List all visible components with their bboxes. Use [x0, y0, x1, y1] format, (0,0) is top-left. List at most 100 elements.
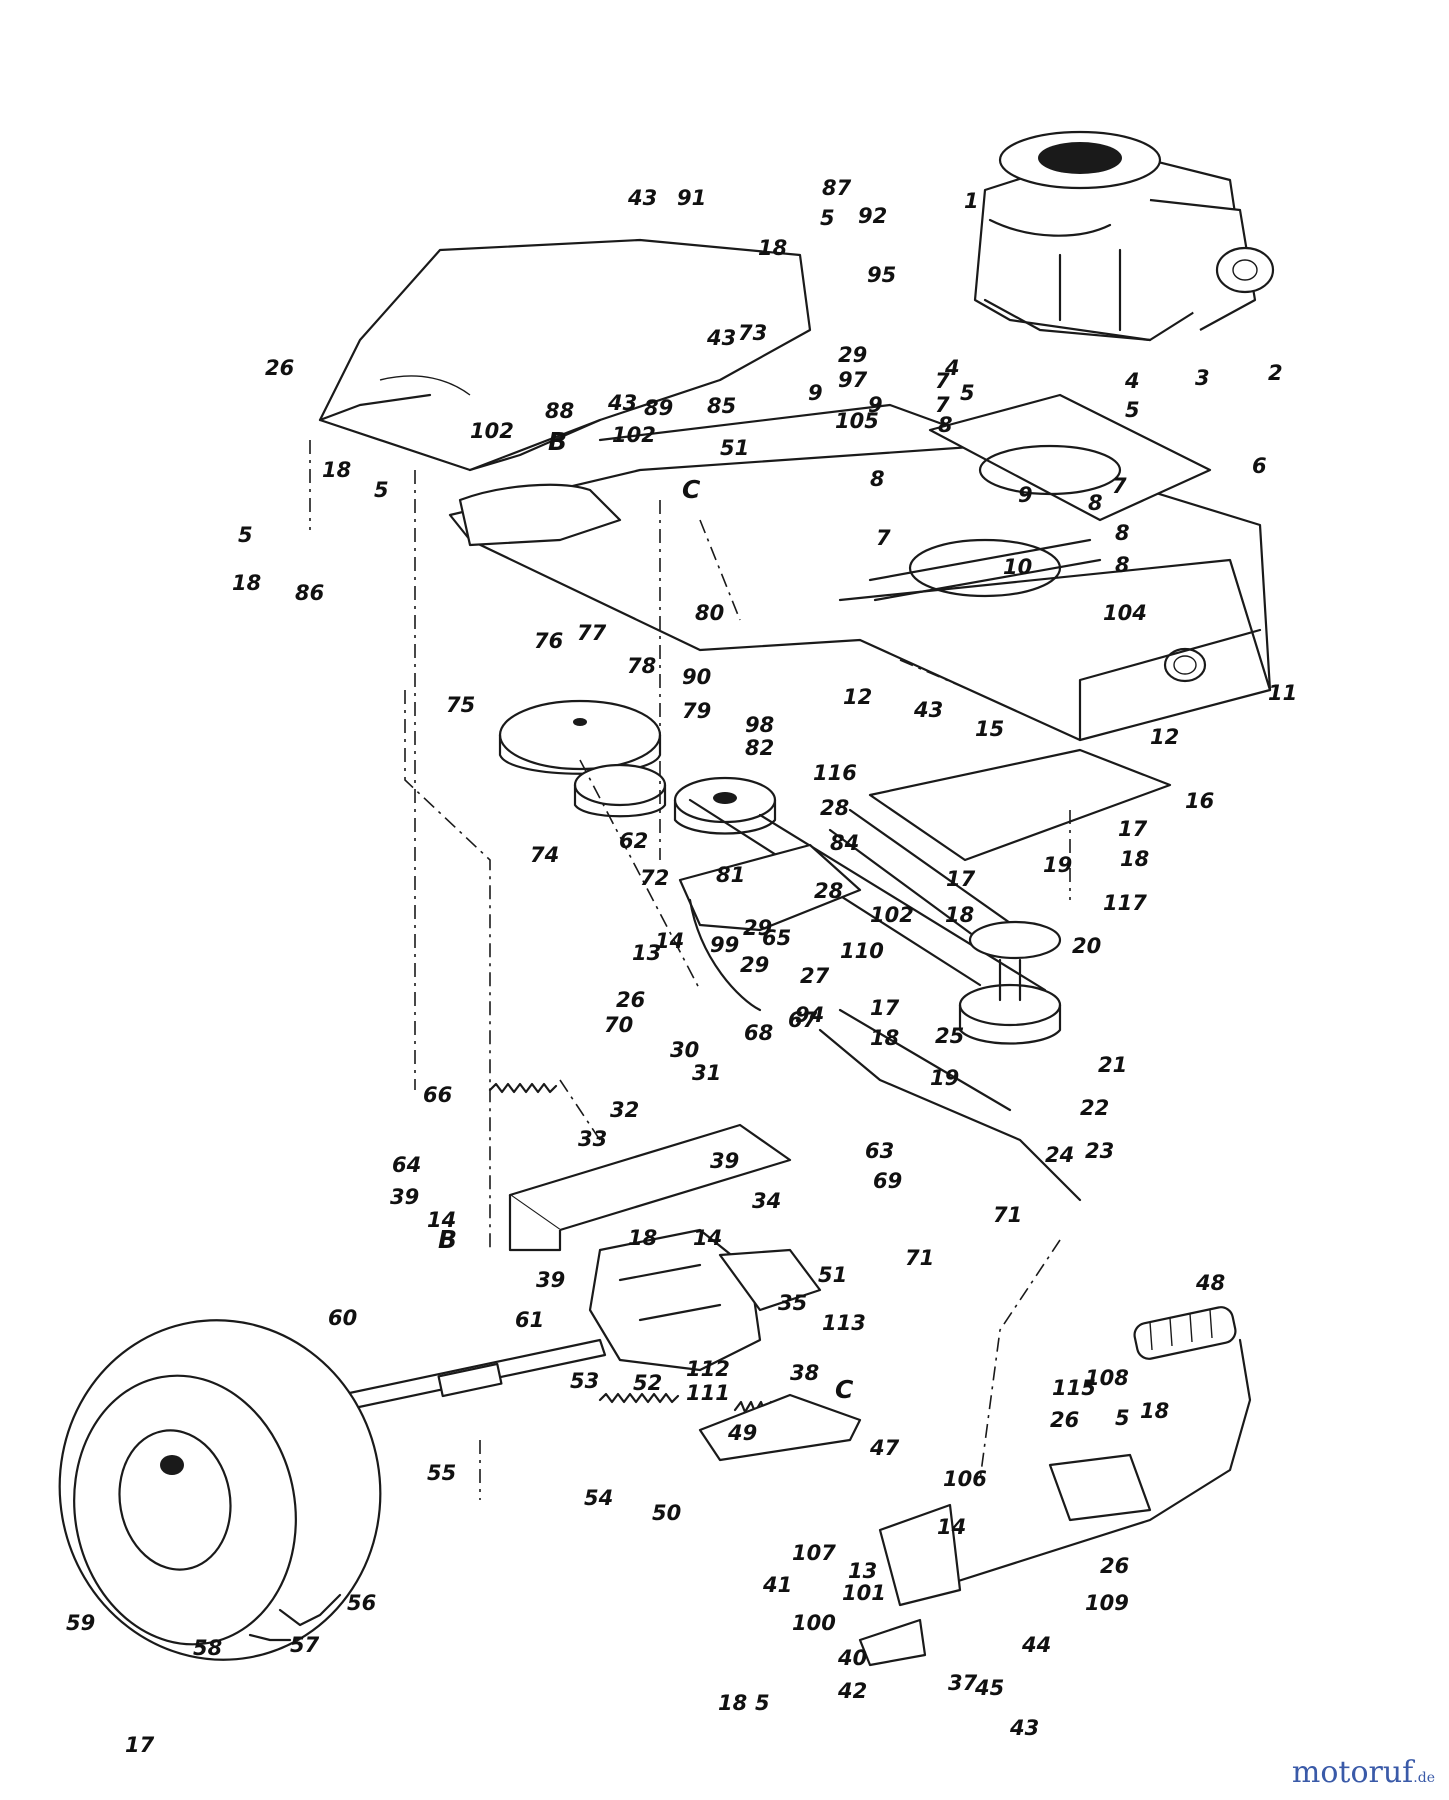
label-20: 20	[1072, 934, 1101, 958]
label-11: 11	[1268, 681, 1297, 705]
lever-bracket	[698, 1393, 862, 1462]
label-92: 92	[858, 204, 887, 228]
label-113: 113	[822, 1311, 866, 1335]
label-18b: 18	[322, 458, 351, 482]
label-73: 73	[738, 321, 767, 345]
label-26b: 26	[616, 988, 645, 1012]
label-91: 91	[677, 186, 706, 210]
label-74: 74	[530, 843, 559, 867]
label-100: 100	[792, 1611, 836, 1635]
label-9b: 9	[1018, 483, 1033, 507]
label-33: 33	[578, 1127, 607, 1151]
label-77: 77	[577, 621, 607, 645]
watermark-logo: motoruf.de	[1292, 1755, 1435, 1790]
label-9c: 9	[808, 381, 823, 405]
watermark-tld: .de	[1413, 1770, 1435, 1786]
label-14d: 14	[937, 1515, 966, 1539]
label-109: 109	[1085, 1591, 1129, 1615]
label-19: 19	[1043, 853, 1072, 877]
label-8c: 8	[1115, 521, 1130, 545]
belt-guard	[868, 748, 1172, 862]
label-4: 4	[1124, 369, 1140, 393]
label-61: 61	[515, 1308, 544, 1332]
label-95: 95	[867, 263, 896, 287]
pulley-21	[958, 958, 1062, 1045]
engine-mount-plate	[928, 393, 1212, 522]
label-18i: 18	[718, 1691, 747, 1715]
frame-plate	[448, 403, 1272, 742]
label-12b: 12	[1150, 725, 1179, 749]
label-49: 49	[727, 1421, 757, 1445]
label-79: 79	[682, 699, 711, 723]
label-51: 51	[720, 436, 749, 460]
control-rod	[818, 1008, 1082, 1202]
label-5: 5	[1125, 398, 1140, 422]
label-75: 75	[446, 693, 475, 717]
label-102c: 102	[870, 903, 914, 927]
label-5c: 5	[374, 478, 389, 502]
label-112: 112	[686, 1357, 730, 1381]
label-86: 86	[295, 581, 324, 605]
label-48: 48	[1195, 1271, 1225, 1295]
label-22: 22	[1080, 1096, 1109, 1120]
label-102b: 102	[612, 423, 656, 447]
hood-cover	[318, 238, 812, 472]
label-43d: 43	[913, 698, 943, 722]
label-26d: 26	[1100, 1554, 1129, 1578]
label-117: 117	[1103, 891, 1147, 915]
label-2: 2	[1268, 361, 1283, 385]
pulley-75	[498, 699, 662, 775]
label-17b: 17	[946, 867, 976, 891]
label-7c: 7	[876, 526, 891, 550]
label-5b: 5	[960, 381, 975, 405]
label-17: 17	[1118, 817, 1148, 841]
label-47: 47	[869, 1436, 900, 1460]
label-71: 71	[993, 1203, 1022, 1227]
label-17d: 17	[125, 1733, 155, 1757]
label-105: 105	[835, 409, 879, 433]
label-63: 63	[865, 1139, 894, 1163]
label-110: 110	[840, 939, 884, 963]
label-25: 25	[935, 1024, 964, 1048]
pedal-lever	[928, 1306, 1252, 1592]
label-97: 97	[838, 368, 868, 392]
label-21: 21	[1098, 1053, 1127, 1077]
label-102: 102	[470, 419, 514, 443]
label-34: 34	[752, 1189, 781, 1213]
label-43c: 43	[706, 326, 736, 350]
label-38: 38	[790, 1361, 819, 1385]
label-18: 18	[758, 236, 787, 260]
ref-letter-b-top: B	[548, 427, 567, 456]
label-7: 7	[935, 393, 950, 417]
label-31: 31	[692, 1061, 721, 1085]
label-14b: 14	[427, 1208, 456, 1232]
label-27: 27	[800, 964, 830, 988]
label-54: 54	[584, 1486, 613, 1510]
label-104: 104	[1103, 601, 1147, 625]
label-26: 26	[265, 356, 294, 380]
label-94: 94	[795, 1003, 824, 1027]
label-7b: 7	[1112, 474, 1127, 498]
label-82: 82	[745, 736, 774, 760]
label-59: 59	[66, 1611, 95, 1635]
spring-66	[488, 1082, 558, 1094]
label-8b: 8	[870, 467, 885, 491]
label-10: 10	[1003, 555, 1032, 579]
label-108: 108	[1085, 1366, 1129, 1390]
label-55: 55	[427, 1461, 456, 1485]
label-14c: 14	[693, 1226, 722, 1250]
label-85: 85	[707, 394, 736, 418]
label-116: 116	[813, 761, 857, 785]
label-1: 1	[964, 189, 979, 213]
label-71b: 71	[905, 1246, 934, 1270]
label-68: 68	[744, 1021, 773, 1045]
label-28b: 28	[814, 879, 843, 903]
label-18e: 18	[945, 903, 974, 927]
label-29b: 29	[740, 953, 769, 977]
label-18g: 18	[628, 1226, 657, 1250]
label-18c: 18	[232, 571, 261, 595]
label-41: 41	[762, 1573, 792, 1597]
label-53: 53	[570, 1369, 599, 1393]
pulley-116	[673, 776, 777, 835]
ref-letter-c-bottom: C	[835, 1375, 854, 1404]
